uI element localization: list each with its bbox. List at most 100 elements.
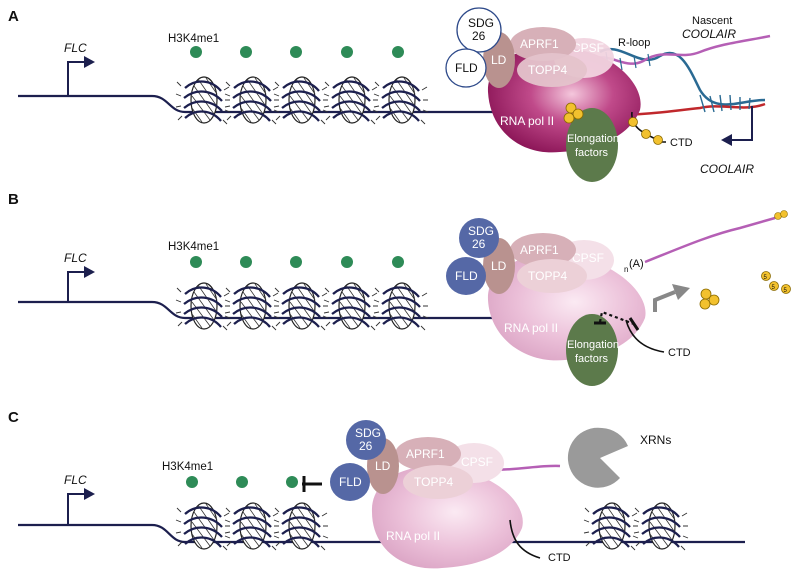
panel-b-sdg-label: SDG (468, 224, 494, 238)
nucleosome-icon (322, 281, 380, 332)
panel-b-pol2-label: RNA pol II (504, 321, 558, 335)
panel-c-ld-label: LD (375, 459, 391, 473)
panel-a-pol2-label: RNA pol II (500, 114, 554, 128)
nucleosome-icon (223, 75, 281, 126)
panel-c: C FLC H3K4me1 XRNs RNA pol II (8, 409, 745, 569)
panel-b-label: B (8, 191, 19, 208)
panel-c-ctd-label: CTD (548, 552, 571, 564)
panel-a-fld (445, 48, 487, 88)
panel-c-label: C (8, 409, 19, 426)
panel-b: B FLC H3K4me1 n (A) RNA pol II (8, 191, 791, 386)
svg-text:5: 5 (764, 275, 768, 281)
panel-c-dna (18, 523, 745, 544)
panel-a-elongation-label1: Elongation (567, 133, 619, 145)
panel-b-topp4-label: TOPP4 (528, 269, 567, 283)
panel-c-aprf1-label: APRF1 (406, 447, 445, 461)
nucleosome-icon (174, 75, 232, 126)
panel-a-topp4 (517, 53, 587, 87)
panel-a-cpsf-label: CPSF (572, 41, 604, 55)
panel-b-elongation-label1: Elongation (567, 339, 619, 351)
panel-b-ld-label: LD (491, 259, 507, 273)
panel-a-strand-blue (599, 47, 766, 106)
panel-a-h3k4me1-label: H3K4me1 (168, 33, 219, 45)
nucleosome-icon (272, 75, 330, 126)
panel-b-sdg26-num: 26 (472, 237, 486, 251)
promoter-arrow-icon (67, 488, 95, 525)
panel-a-nascent-label: Nascent (692, 15, 732, 27)
panel-a: A FLC H3K4me1 (8, 7, 771, 182)
panel-c-pol2-label: RNA pol II (386, 529, 440, 543)
h3k4me1-dot (286, 476, 298, 488)
panel-c-aprf1 (395, 437, 461, 471)
panel-b-released-rna (644, 216, 776, 264)
panel-a-nucleosomes (174, 46, 430, 126)
panel-b-fld-label: FLD (455, 269, 478, 283)
pacman-icon (567, 427, 628, 488)
panel-a-label: A (8, 8, 19, 25)
panel-c-gene-label: FLC (64, 473, 87, 487)
panel-c-fld-label: FLD (339, 475, 362, 489)
panel-c-nucleosomes (174, 476, 690, 552)
panel-a-aprf1-label: APRF1 (520, 37, 559, 51)
inhibition-bar-icon (302, 476, 322, 492)
panel-b-polya-label: (A) (629, 258, 644, 270)
phospho-bead-icon (563, 102, 663, 145)
panel-b-h3k4me1-label: H3K4me1 (168, 241, 219, 253)
promoter-arrow-icon (67, 56, 95, 96)
nucleosome-icon (174, 281, 232, 332)
panel-a-aprf1 (510, 27, 576, 61)
nucleosome-icon (272, 281, 330, 332)
panel-b-elongation (566, 314, 618, 386)
h3k4me1-dot (190, 46, 202, 58)
panel-b-aprf1 (510, 233, 576, 267)
h3k4me1-dot (240, 256, 252, 268)
panel-c-xrns-label: XRNs (640, 433, 671, 447)
h3k4me1-dot (190, 256, 202, 268)
panel-c-topp4 (403, 465, 473, 499)
promoter-arrow-icon (67, 266, 95, 302)
nucleosome-icon (223, 281, 281, 332)
panel-c-h3k4me1-label: H3K4me1 (162, 461, 213, 473)
h3k4me1-dot (236, 476, 248, 488)
h3k4me1-dot (186, 476, 198, 488)
panel-c-sdg26-num: 26 (359, 439, 373, 453)
h3k4me1-dot (341, 46, 353, 58)
panel-b-gene-label: FLC (64, 251, 87, 265)
panel-a-ctd-label: CTD (670, 137, 693, 149)
phospho-bead-icon: 5 5 5 (699, 271, 791, 310)
h3k4me1-dot (290, 46, 302, 58)
panel-a-elongation (566, 108, 618, 182)
h3k4me1-dot (240, 46, 252, 58)
panel-c-sdg-label: SDG (355, 426, 381, 440)
panel-a-sdg-label: SDG (468, 16, 494, 30)
panel-b-aprf1-label: APRF1 (520, 243, 559, 257)
panel-c-cpsf-label: CPSF (461, 455, 493, 469)
panel-a-rloop-label: R-loop (618, 37, 650, 49)
panel-a-coolair-label: COOLAIR (700, 162, 754, 176)
h3k4me1-dot (392, 256, 404, 268)
panel-c-sdg26 (346, 420, 386, 460)
panel-a-nascent-rna (589, 34, 771, 65)
panel-b-dna (18, 300, 500, 320)
panel-a-ld-label: LD (491, 53, 507, 67)
inhibition-bar-icon (594, 310, 640, 331)
panel-a-gene-label: FLC (64, 41, 87, 55)
panel-b-ctd-label: CTD (668, 347, 691, 359)
nucleosome-icon (372, 281, 430, 332)
panel-b-fld (446, 257, 486, 295)
h3k4me1-dot (392, 46, 404, 58)
panel-a-nascent-coolair-label: COOLAIR (682, 27, 736, 41)
h3k4me1-dot (290, 256, 302, 268)
panel-a-topp4-label: TOPP4 (528, 63, 567, 77)
nucleosome-icon (372, 75, 430, 126)
panel-b-topp4 (517, 259, 587, 293)
panel-b-polya-n: n (624, 265, 628, 274)
svg-text:5: 5 (784, 288, 788, 294)
panel-a-dna (18, 94, 500, 114)
panel-a-sdg26-num: 26 (472, 29, 486, 43)
panel-a-sdg26 (456, 7, 502, 53)
nucleosome-icon (322, 75, 380, 126)
panel-c-fld (330, 463, 370, 501)
panel-c-topp4-label: TOPP4 (414, 475, 453, 489)
